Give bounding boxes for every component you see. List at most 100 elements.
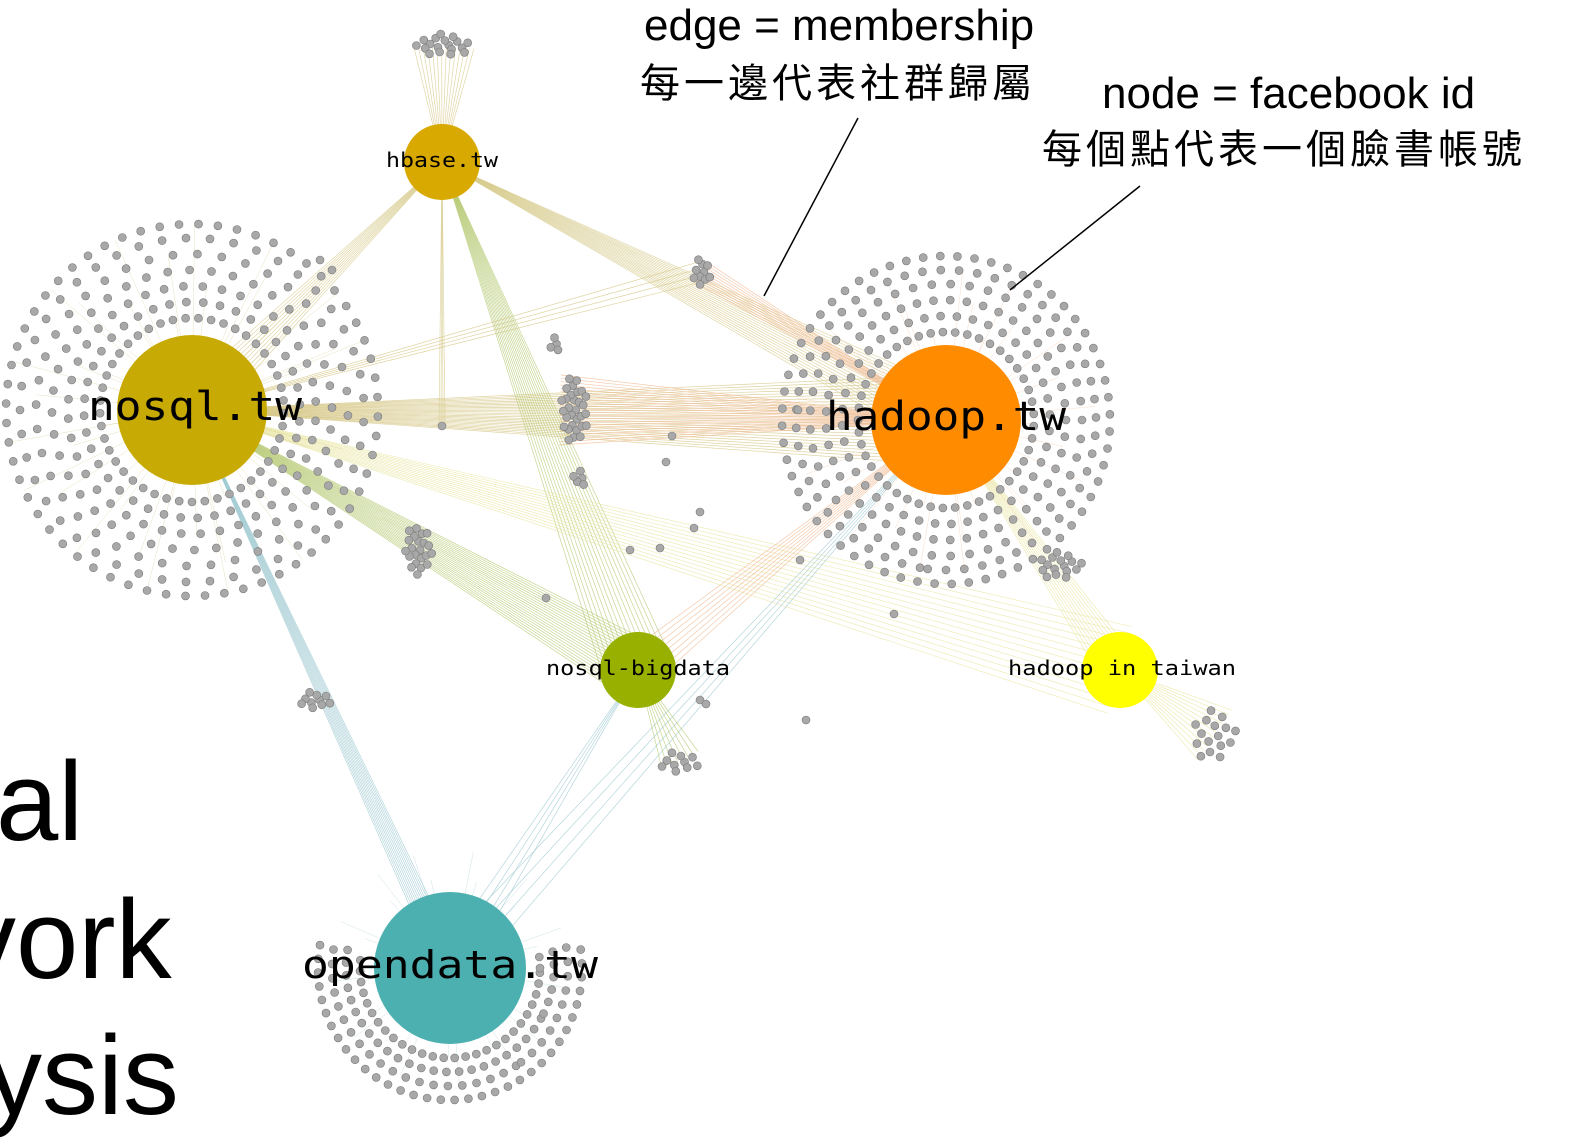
edge-bundle-nosql-taiwan <box>191 409 1112 701</box>
member-node-nosql <box>368 450 377 460</box>
shared-cluster-node <box>1204 737 1213 746</box>
member-node-nosql <box>229 238 238 248</box>
member-node-nosql <box>7 360 16 370</box>
member-node-hadoop <box>935 251 945 261</box>
member-node-hadoop <box>974 497 984 506</box>
member-node-nosql <box>81 469 90 479</box>
member-node-hadoop <box>1077 507 1087 517</box>
member-node-hadoop <box>843 510 853 519</box>
edge-bundle-nosql-misc <box>191 274 701 411</box>
member-node-hadoop <box>808 387 818 397</box>
member-node-hadoop <box>1105 409 1115 419</box>
member-node-nosql <box>1 399 11 408</box>
member-node-hadoop <box>896 304 906 314</box>
shared-cluster-node <box>1226 738 1235 747</box>
member-node-nosql <box>17 429 27 439</box>
member-node-nosql <box>373 392 382 402</box>
member-node-nosql <box>324 481 333 490</box>
member-node-nosql <box>82 428 91 437</box>
node-annotation: node = facebook id <box>1102 69 1476 118</box>
member-node-hadoop <box>954 266 964 275</box>
member-node-nosql <box>253 300 263 310</box>
member-node-nosql <box>330 286 339 295</box>
edge-bundle-nosql-taiwan <box>191 409 1133 628</box>
member-node-hadoop <box>930 519 940 528</box>
member-node-nosql <box>316 271 326 281</box>
member-node-opendata <box>534 979 543 988</box>
member-node-nosql <box>310 501 320 511</box>
single-shared-node <box>695 507 705 517</box>
edge-bundle-hbase-hadoop <box>441 161 939 435</box>
shared-cluster-node <box>436 29 446 39</box>
member-node-nosql <box>259 325 269 335</box>
edge-bundle-nosql-opendata <box>191 409 450 969</box>
edge-bundle-nosql-taiwan <box>191 409 1110 708</box>
member-node-hadoop <box>1082 466 1092 476</box>
member-node-hadoop <box>1075 483 1084 493</box>
member-node-hadoop <box>918 253 928 262</box>
single-shared-node <box>793 405 803 415</box>
member-node-hadoop <box>851 467 861 477</box>
member-node-nosql <box>107 333 116 343</box>
member-node-nosql <box>241 331 251 340</box>
edge-bundle-nosql-taiwan <box>191 409 1116 688</box>
member-node-nosql <box>255 489 265 499</box>
member-node-nosql <box>355 441 365 451</box>
member-node-opendata <box>521 1034 531 1044</box>
edge-bundle-nosql-bigdata <box>191 409 652 647</box>
member-node-nosql <box>12 342 22 351</box>
member-node-nosql <box>134 552 143 561</box>
member-node-opendata <box>512 1043 522 1052</box>
member-node-hadoop <box>1022 504 1031 514</box>
member-node-nosql <box>295 416 304 426</box>
member-node-nosql <box>302 259 311 268</box>
member-node-nosql <box>311 525 321 534</box>
member-node-hadoop <box>828 374 838 384</box>
member-node-nosql <box>119 321 129 331</box>
member-node-nosql <box>72 533 82 543</box>
member-node-nosql <box>134 242 144 251</box>
member-node-hadoop <box>900 271 910 281</box>
member-node-nosql <box>22 453 32 462</box>
node-annotation-pointer <box>1009 185 1141 291</box>
member-node-opendata <box>397 1040 407 1049</box>
member-node-opendata <box>383 1046 392 1056</box>
member-node-hadoop <box>1055 533 1065 543</box>
member-node-hadoop <box>1045 410 1055 419</box>
member-node-hadoop <box>825 321 834 330</box>
member-node-hadoop <box>1004 476 1014 486</box>
member-node-nosql <box>98 383 107 393</box>
member-node-nosql <box>156 319 165 328</box>
side-text-line-2: vork <box>0 877 172 1002</box>
member-node-nosql <box>337 362 347 372</box>
member-node-hadoop <box>974 334 984 343</box>
member-node-nosql <box>198 282 208 291</box>
shared-cluster-node <box>662 756 672 765</box>
edge-bundle-hbase-bigdata <box>441 161 619 678</box>
edge-bundle-nosql-bigdata <box>191 409 654 645</box>
hub-bigdata <box>600 632 676 708</box>
member-node-hadoop <box>791 423 801 433</box>
member-node-nosql <box>316 318 326 328</box>
member-node-hadoop <box>913 577 922 586</box>
member-node-hadoop <box>1013 563 1023 572</box>
member-node-hadoop <box>889 325 899 335</box>
member-node-nosql <box>213 221 223 231</box>
member-node-hadoop <box>782 455 792 465</box>
single-shared-node <box>655 543 665 553</box>
member-node-nosql <box>133 331 143 340</box>
member-node-hadoop <box>1038 378 1048 388</box>
member-node-nosql <box>91 548 101 557</box>
member-node-hadoop <box>823 529 833 539</box>
shared-cluster-node <box>422 528 432 538</box>
member-node-nosql <box>83 377 92 387</box>
member-node-nosql <box>267 477 277 487</box>
member-node-nosql <box>33 509 43 519</box>
member-node-nosql <box>326 425 335 434</box>
member-node-nosql <box>260 349 269 358</box>
member-node-nosql <box>91 263 101 272</box>
member-node-nosql <box>210 511 219 520</box>
member-node-nosql <box>94 459 103 469</box>
member-node-hadoop <box>1100 375 1110 385</box>
single-shared-node <box>801 715 811 725</box>
